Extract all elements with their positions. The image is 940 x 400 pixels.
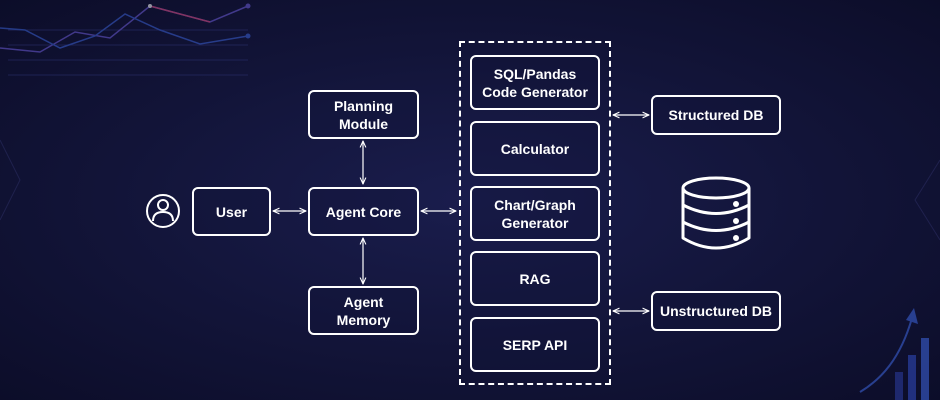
agent-core-node: Agent Core bbox=[308, 187, 419, 236]
decorative-edge-lines bbox=[0, 139, 940, 241]
tool-serp-api: SERP API bbox=[470, 317, 600, 372]
agent-memory-node: Agent Memory bbox=[308, 286, 419, 335]
structured-db-node: Structured DB bbox=[651, 95, 781, 135]
tool-calculator: Calculator bbox=[470, 121, 600, 176]
unstructured-db-node: Unstructured DB bbox=[651, 291, 781, 331]
tool-chart-graph-generator: Chart/Graph Generator bbox=[470, 186, 600, 241]
tool-rag: RAG bbox=[470, 251, 600, 306]
tools-group bbox=[459, 41, 611, 385]
decorative-bar-chart bbox=[859, 308, 929, 400]
planning-module-node: Planning Module bbox=[308, 90, 419, 139]
user-node: User bbox=[192, 187, 271, 236]
tool-sql-pandas-code-generator: SQL/Pandas Code Generator bbox=[470, 55, 600, 110]
decorative-line-chart bbox=[0, 3, 251, 76]
